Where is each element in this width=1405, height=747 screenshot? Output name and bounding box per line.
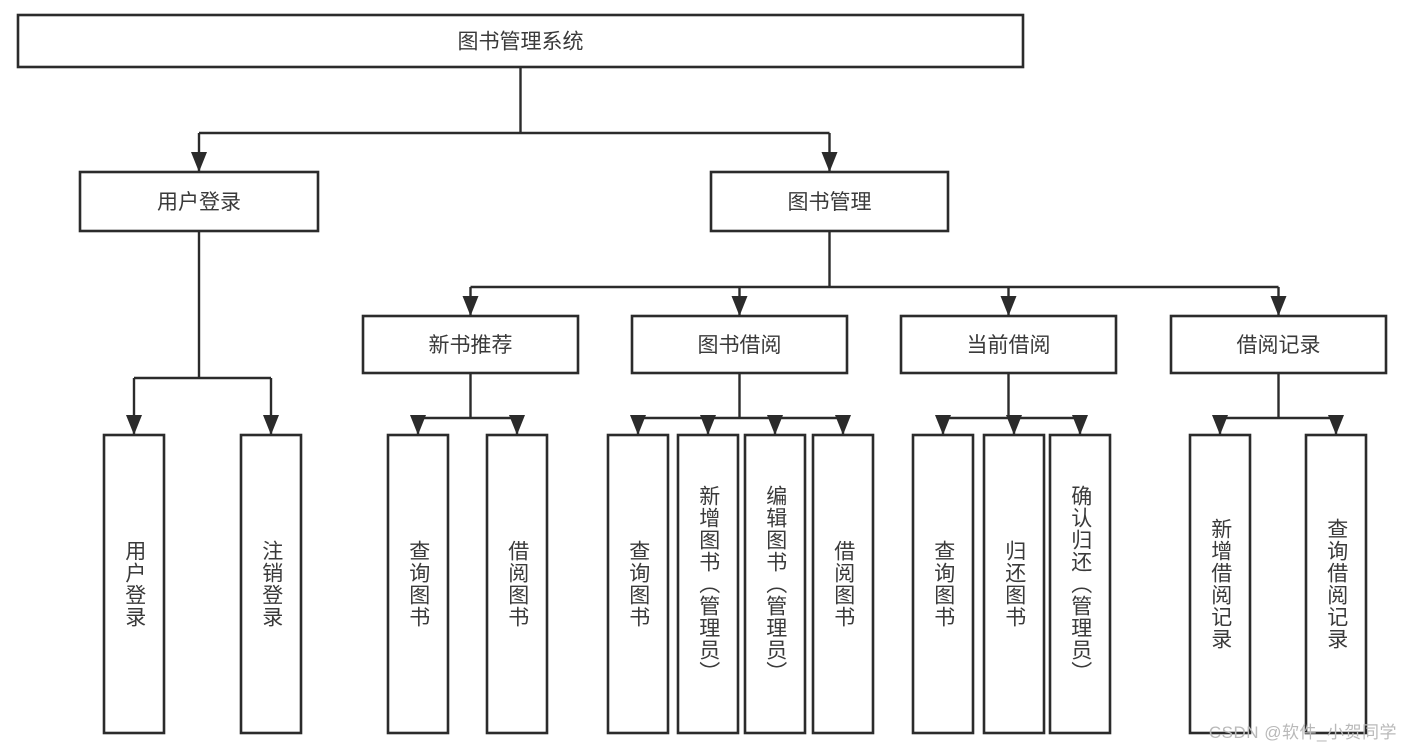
arrow-head-icon bbox=[410, 415, 426, 435]
node-box bbox=[676, 433, 740, 735]
node-box bbox=[102, 433, 166, 735]
arrow-head-icon bbox=[263, 415, 279, 435]
node-leaf-confirm-return[interactable] bbox=[1048, 433, 1112, 735]
node-box bbox=[361, 314, 580, 375]
arrow-head-icon bbox=[821, 152, 838, 172]
node-leaf-borrow-book-1[interactable] bbox=[485, 433, 549, 735]
node-book-borrow[interactable] bbox=[630, 314, 849, 375]
node-box bbox=[485, 433, 549, 735]
arrow-head-icon bbox=[1328, 415, 1344, 435]
node-box bbox=[606, 433, 670, 735]
node-leaf-query-book-2[interactable] bbox=[606, 433, 670, 735]
node-box bbox=[899, 314, 1118, 375]
node-box bbox=[386, 433, 450, 735]
box-layer bbox=[16, 13, 1388, 735]
node-box bbox=[911, 433, 975, 735]
connector-layer bbox=[126, 67, 1344, 435]
arrow-head-icon bbox=[835, 415, 851, 435]
node-box bbox=[811, 433, 875, 735]
node-label: 当前借阅 bbox=[967, 334, 1051, 357]
node-leaf-edit-book[interactable] bbox=[743, 433, 807, 735]
arrow-head-icon bbox=[1212, 415, 1228, 435]
node-leaf-query-book-3[interactable] bbox=[911, 433, 975, 735]
node-leaf-return-book[interactable] bbox=[982, 433, 1046, 735]
node-box bbox=[239, 433, 303, 735]
node-leaf-add-record[interactable] bbox=[1188, 433, 1252, 735]
arrow-head-icon bbox=[462, 296, 479, 316]
node-root[interactable] bbox=[16, 13, 1025, 69]
node-label: 图书借阅 bbox=[698, 334, 782, 357]
node-book-manage[interactable] bbox=[709, 170, 950, 233]
node-current-borrow[interactable] bbox=[899, 314, 1118, 375]
node-box bbox=[1169, 314, 1388, 375]
arrow-head-icon bbox=[731, 296, 748, 316]
node-box bbox=[78, 170, 320, 233]
node-label: 图书管理系统 bbox=[458, 31, 584, 54]
node-label: 图书管理 bbox=[788, 191, 872, 214]
node-leaf-user-login[interactable] bbox=[102, 433, 166, 735]
arrow-head-icon bbox=[1072, 415, 1088, 435]
node-new-book-rec[interactable] bbox=[361, 314, 580, 375]
arrow-head-icon bbox=[1006, 415, 1022, 435]
node-box bbox=[982, 433, 1046, 735]
node-leaf-query-book-1[interactable] bbox=[386, 433, 450, 735]
node-user-login[interactable] bbox=[78, 170, 320, 233]
node-box bbox=[743, 433, 807, 735]
arrow-head-icon bbox=[700, 415, 716, 435]
arrow-head-icon bbox=[191, 152, 207, 172]
arrow-head-icon bbox=[1270, 296, 1287, 316]
node-box bbox=[709, 170, 950, 233]
arrow-head-icon bbox=[935, 415, 951, 435]
node-box bbox=[1048, 433, 1112, 735]
node-box bbox=[1304, 433, 1368, 735]
node-borrow-record[interactable] bbox=[1169, 314, 1388, 375]
node-box bbox=[16, 13, 1025, 69]
arrow-head-icon bbox=[630, 415, 646, 435]
node-label: 借阅记录 bbox=[1237, 334, 1321, 357]
arrow-head-icon bbox=[1000, 296, 1017, 316]
watermark-text: CSDN @软件_小贺同学 bbox=[1208, 723, 1397, 742]
node-box bbox=[1188, 433, 1252, 735]
arrow-head-icon bbox=[509, 415, 525, 435]
arrow-head-icon bbox=[767, 415, 783, 435]
node-box bbox=[630, 314, 849, 375]
node-leaf-add-book[interactable] bbox=[676, 433, 740, 735]
node-label: 新书推荐 bbox=[429, 334, 513, 357]
node-leaf-query-record[interactable] bbox=[1304, 433, 1368, 735]
node-leaf-user-logout[interactable] bbox=[239, 433, 303, 735]
arrow-head-icon bbox=[126, 415, 142, 435]
node-label: 用户登录 bbox=[157, 191, 241, 214]
node-leaf-borrow-book-2[interactable] bbox=[811, 433, 875, 735]
